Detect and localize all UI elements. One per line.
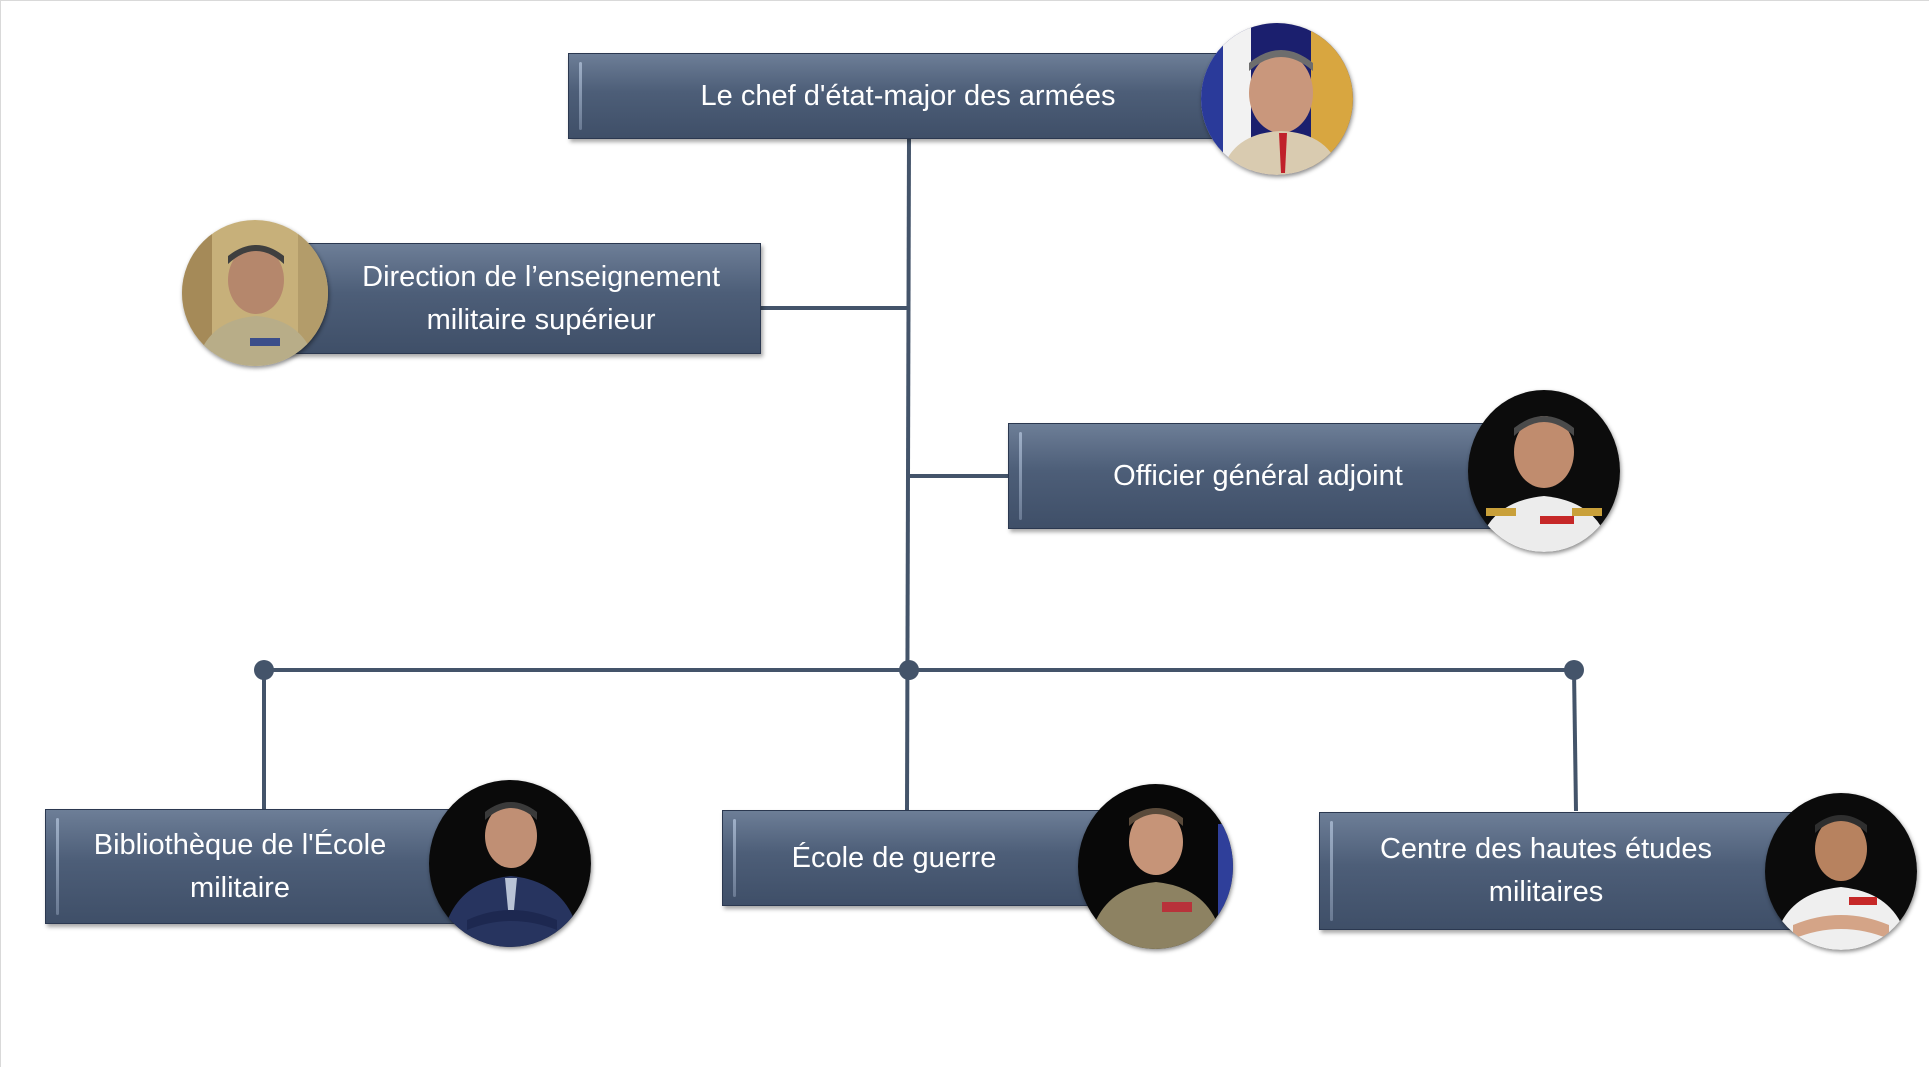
node-label: Bibliothèque de l'École militaire [93,828,387,904]
node-centre-hautes-etudes-militaires[interactable]: Centre des hautes études militaires [1319,812,1825,930]
junction-dot-right [1564,660,1584,680]
node-label: Direction de l’enseignement militaire su… [362,260,720,336]
junction-dot-center [899,660,919,680]
node-chef-etat-major[interactable]: Le chef d'état-major des armées [568,53,1248,139]
drop-line-right [1572,669,1578,812]
node-label: Centre des hautes études militaires [1379,833,1713,908]
node-label: Le chef d'état-major des armées [700,79,1116,112]
node-bibliotheque-ecole-militaire[interactable]: Bibliothèque de l'École militaire [45,809,457,924]
node-ecole-de-guerre[interactable]: École de guerre [722,810,1128,906]
node-label: Officier général adjoint [1113,459,1403,492]
avatar-officier-general-adjoint [1468,390,1620,552]
avatar-centre-hautes-etudes-militaires [1765,793,1917,950]
avatar-bibliotheque-ecole-militaire [429,780,591,947]
node-label: École de guerre [791,841,997,874]
junction-dot-left [254,660,274,680]
node-direction-enseignement[interactable]: Direction de l’enseignement militaire su… [275,243,761,354]
avatar-chef-etat-major [1201,23,1353,175]
avatar-ecole-de-guerre [1078,784,1233,949]
node-officier-general-adjoint[interactable]: Officier général adjoint [1008,423,1508,529]
avatar-direction-enseignement [182,220,328,366]
